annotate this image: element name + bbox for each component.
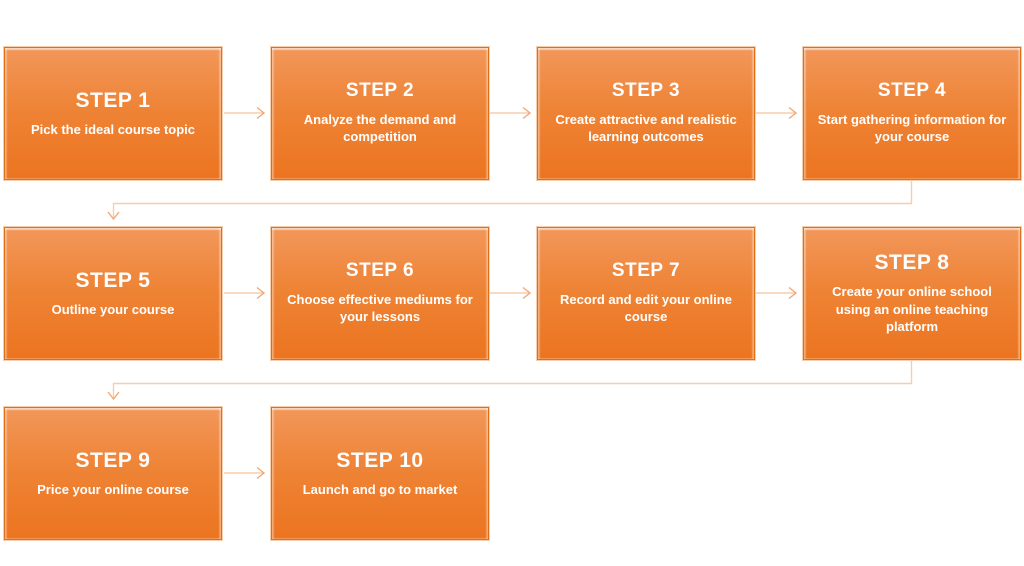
step-title: STEP 2: [345, 80, 415, 101]
step-box-3: STEP 3 Create attractive and realistic l…: [537, 47, 755, 180]
step-description: Create attractive and realistic learning…: [555, 111, 737, 145]
step-box-1: STEP 1 Pick the ideal course topic: [4, 47, 222, 180]
arrow-step4-step5: [107, 181, 913, 221]
step-description: Create your online school using an onlin…: [832, 284, 992, 335]
arrow-step8-step9: [107, 361, 913, 401]
step-box-5: STEP 5 Outline your course: [4, 227, 222, 360]
step-description: Analyze the demand and competition: [303, 111, 457, 145]
step-box-6: STEP 6 Choose effective mediums for your…: [271, 227, 489, 360]
step-description: Launch and go to market: [302, 481, 458, 497]
step-box-7: STEP 7 Record and edit your online cours…: [537, 227, 755, 360]
step-box-4: STEP 4 Start gathering information for y…: [803, 47, 1021, 180]
step-title: STEP 10: [336, 448, 424, 472]
step-box-8: STEP 8 Create your online school using a…: [803, 227, 1021, 360]
step-title: STEP 7: [611, 260, 681, 281]
step-title: STEP 5: [75, 268, 151, 292]
step-description: Record and edit your online course: [560, 291, 732, 325]
step-title: STEP 6: [345, 260, 415, 281]
step-description: Choose effective mediums for your lesson…: [287, 291, 473, 325]
step-title: STEP 1: [75, 88, 151, 112]
step-title: STEP 9: [75, 448, 151, 472]
step-box-9: STEP 9 Price your online course: [4, 407, 222, 540]
step-title: STEP 8: [874, 251, 950, 275]
step-description: Outline your course: [51, 301, 175, 317]
step-title: STEP 3: [611, 80, 681, 101]
step-box-10: STEP 10 Launch and go to market: [271, 407, 489, 540]
step-title: STEP 4: [877, 80, 947, 101]
step-description: Start gathering information for your cou…: [817, 111, 1007, 145]
step-description: Price your online course: [37, 481, 189, 497]
step-description: Pick the ideal course topic: [31, 121, 195, 137]
step-box-2: STEP 2 Analyze the demand and competitio…: [271, 47, 489, 180]
